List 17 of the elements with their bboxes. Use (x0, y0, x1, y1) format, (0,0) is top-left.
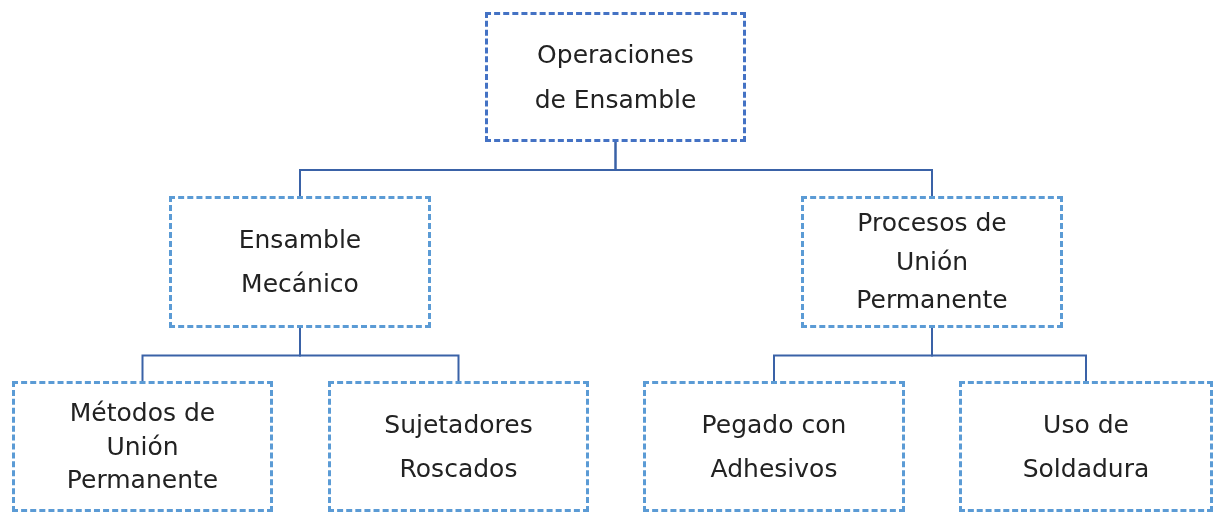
dashed-box (485, 12, 746, 142)
dashed-box (801, 196, 1063, 328)
dashed-box (643, 381, 905, 512)
box-label: Pegado con Adhesivos (700, 408, 848, 485)
box-label: Métodos de Unión Permanente (65, 396, 220, 497)
dashed-box (959, 381, 1213, 512)
box-label: Operaciones de Ensamble (533, 39, 698, 116)
dashed-box (169, 196, 431, 328)
box-label: Uso de Soldadura (1021, 408, 1151, 485)
box-label: Ensamble Mecánico (237, 224, 363, 300)
dashed-box (328, 381, 589, 512)
connector-line (299, 327, 460, 382)
box-label: Sujetadores Roscados (383, 408, 534, 485)
connector-line (931, 327, 1087, 382)
dashed-box (12, 381, 273, 512)
box-label: Procesos de Unión Permanente (855, 206, 1009, 317)
connector-line (614, 141, 933, 197)
